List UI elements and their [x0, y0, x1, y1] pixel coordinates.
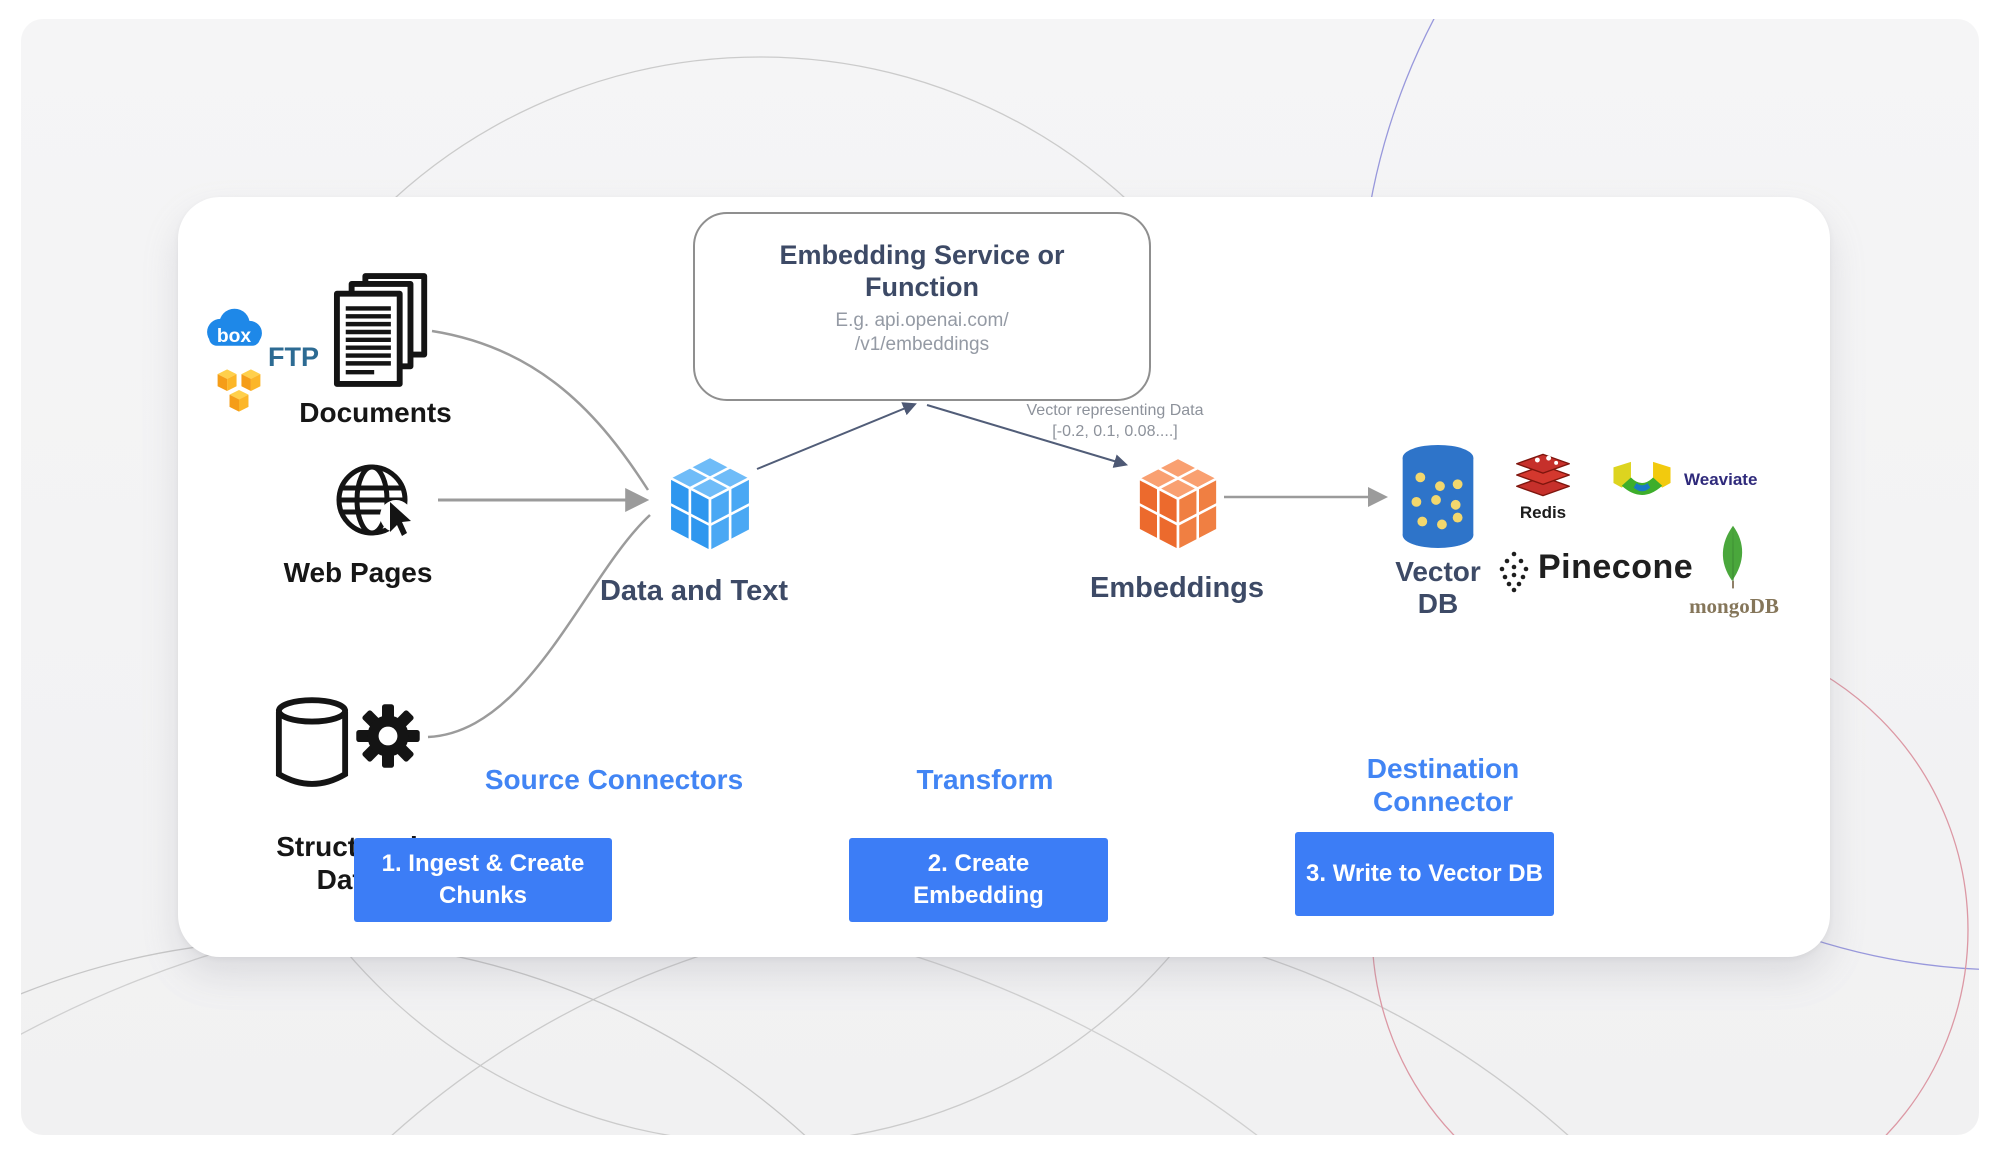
weaviate-logo-icon	[1613, 461, 1671, 495]
vector-db-icon	[1402, 444, 1474, 549]
documents-label: Documents	[299, 397, 452, 428]
step-button-ingest: 1. Ingest & Create Chunks	[354, 838, 612, 922]
aws-cubes-icon	[217, 369, 261, 412]
weaviate-label: Weaviate	[1684, 470, 1758, 489]
vector-annotation-line2: [-0.2, 0.1, 0.08....]	[1052, 422, 1178, 440]
embedding-service-box: Embedding Service or Function E.g. api.o…	[693, 212, 1151, 401]
data-cube-icon	[668, 455, 752, 553]
step-button-write-vector-db: 3. Write to Vector DB	[1295, 832, 1554, 916]
box-logo-icon: box	[207, 308, 262, 347]
embedding-service-title: Embedding Service or Function	[779, 240, 1065, 303]
redis-label: Redis	[1519, 503, 1567, 522]
box-logo-text: box	[217, 326, 252, 347]
embedding-service-example-line2: /v1/embeddings	[854, 334, 990, 356]
step-button-write-vector-db-label: 3. Write to Vector DB	[1306, 860, 1543, 888]
pinecone-label: Pinecone	[1538, 548, 1694, 586]
database-cylinder-icon	[275, 697, 349, 787]
cursor-arrow-icon	[390, 502, 411, 536]
embedding-service-example-line1: E.g. api.openai.com/	[835, 309, 1009, 331]
step-button-ingest-label: 1. Ingest & Create Chunks	[381, 850, 585, 909]
vector-annotation: Vector representing Data [-0.2, 0.1, 0.0…	[990, 401, 1240, 443]
ftp-label: FTP	[268, 342, 319, 372]
embeddings-cube-icon	[1137, 456, 1219, 552]
step-button-create-embedding-label: 2. Create Embedding	[913, 850, 1044, 909]
vector-annotation-line1: Vector representing Data	[1026, 402, 1204, 419]
mongodb-label: mongoDB	[1689, 594, 1779, 618]
redis-logo-icon	[1516, 453, 1570, 497]
step-button-create-embedding: 2. Create Embedding	[849, 838, 1108, 922]
stage-label-source-connectors: Source Connectors	[484, 764, 744, 795]
gear-icon	[356, 704, 420, 768]
web-pages-label: Web Pages	[283, 557, 433, 588]
mongodb-leaf-icon	[1722, 525, 1743, 589]
pinecone-logo-icon	[1499, 551, 1529, 593]
web-pages-globe-icon	[336, 464, 412, 536]
embeddings-label: Embeddings	[1089, 572, 1264, 604]
vector-db-label: Vector DB	[1395, 556, 1481, 620]
stage-label-transform: Transform	[916, 764, 1054, 795]
stage-label-destination-connector: Destination Connector	[1366, 753, 1520, 818]
documents-icon	[333, 273, 428, 387]
data-and-text-label: Data and Text	[599, 575, 788, 607]
